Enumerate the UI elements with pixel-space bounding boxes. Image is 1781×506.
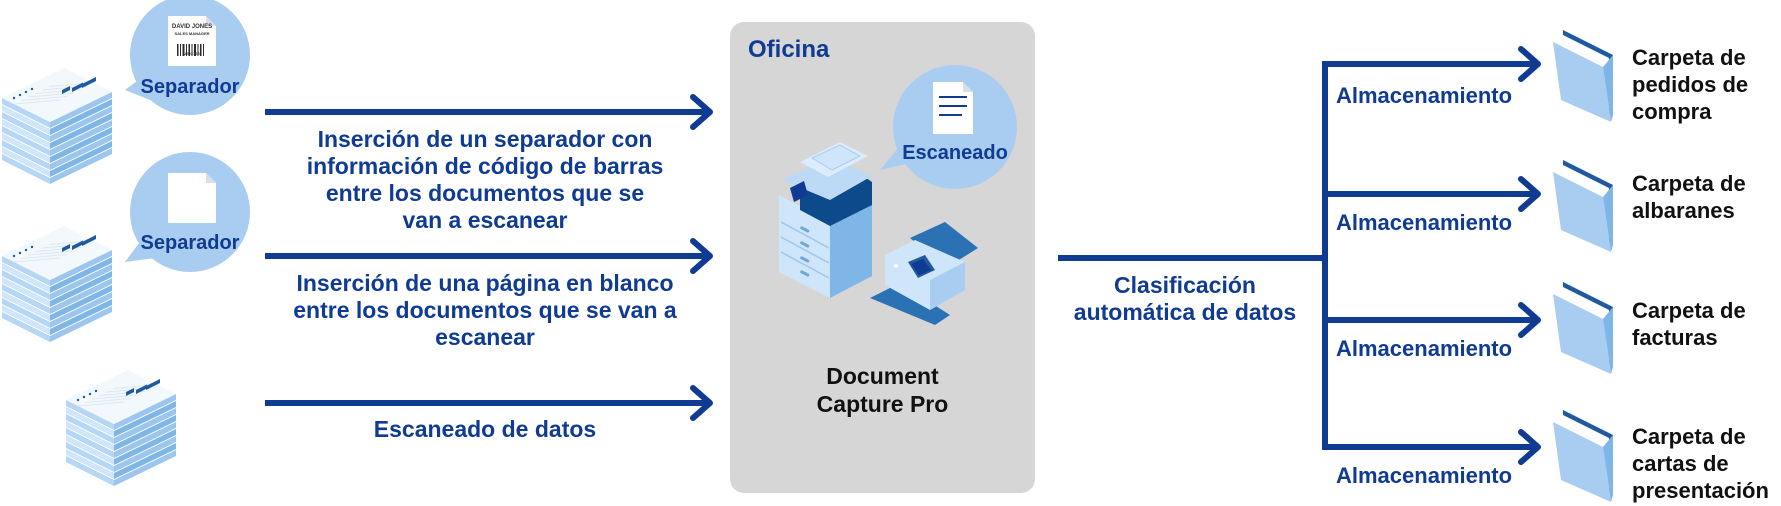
folder-icon-1 xyxy=(1553,30,1613,122)
folder-label-line: pedidos de xyxy=(1632,72,1749,97)
flow-label-2-line: entre los documentos que se van a xyxy=(293,297,677,323)
classification-label-line: automática de datos xyxy=(1073,299,1297,325)
folder-label-1: Carpeta de pedidos de compra xyxy=(1632,44,1781,125)
copier-icon xyxy=(779,142,872,298)
document-stack-icon xyxy=(2,68,112,184)
folder-label-line: cartas de xyxy=(1632,451,1729,476)
barcode-doc-role: SALES MANAGER xyxy=(174,31,210,36)
classification-tree xyxy=(1058,46,1541,465)
scanned-label: Escaneado xyxy=(902,142,1008,164)
separator-label-2: Separador xyxy=(140,232,240,254)
scanned-bubble xyxy=(880,65,1017,189)
folder-label-4: Carpeta de cartas de presentación xyxy=(1632,423,1781,504)
storage-label-2: Almacenamiento xyxy=(1336,210,1513,235)
product-name: Document Capture Pro xyxy=(730,362,1035,418)
flow-arrow-3 xyxy=(265,385,713,421)
folder-icon-3 xyxy=(1553,282,1613,374)
folder-label-line: Carpeta de xyxy=(1632,298,1746,323)
scanned-document-icon xyxy=(933,82,973,134)
folder-label-line: presentación xyxy=(1632,478,1769,503)
folder-label-3: Carpeta de facturas xyxy=(1632,297,1781,351)
folder-label-line: facturas xyxy=(1632,325,1718,350)
flow-label-3: Escaneado de datos xyxy=(260,416,710,443)
scanner-icon xyxy=(870,222,978,325)
flow-label-2-line: escanear xyxy=(435,324,535,350)
folder-icon-2 xyxy=(1553,160,1613,252)
storage-label-3: Almacenamiento xyxy=(1336,336,1513,361)
flow-label-1-line: información de código de barras xyxy=(306,153,664,179)
flow-arrow-1 xyxy=(265,94,713,130)
barcode-doc-code: ABC123 xyxy=(184,51,200,56)
office-title: Oficina xyxy=(748,36,830,63)
product-name-line: Capture Pro xyxy=(816,391,949,417)
folder-label-line: Carpeta de xyxy=(1632,424,1746,449)
classification-label: Clasificación automática de datos xyxy=(1050,272,1320,326)
classification-label-line: Clasificación xyxy=(1114,272,1256,298)
flow-label-2: Inserción de una página en blanco entre … xyxy=(260,270,710,351)
barcode-document-icon xyxy=(168,16,216,66)
separator-bubble-barcode xyxy=(125,0,250,115)
product-name-line: Document xyxy=(826,363,939,389)
folder-label-line: albaranes xyxy=(1632,198,1735,223)
separator-label-1: Separador xyxy=(140,76,240,98)
folder-label-line: Carpeta de xyxy=(1632,45,1746,70)
barcode-doc-name: DAVID JONES xyxy=(171,24,213,30)
flow-label-1-line: van a escanear xyxy=(402,207,568,233)
flow-label-1-line: entre los documentos que se xyxy=(325,180,645,206)
folder-icon-4 xyxy=(1553,410,1613,502)
folder-label-line: compra xyxy=(1632,99,1712,124)
flow-arrow-2 xyxy=(265,238,713,274)
flow-label-1-line: Inserción de un separador con xyxy=(317,126,653,152)
separator-bubble-blank xyxy=(125,152,250,272)
flow-label-2-line: Inserción de una página en blanco xyxy=(296,270,674,296)
folder-label-2: Carpeta de albaranes xyxy=(1632,170,1781,224)
barcode-doc-text: DAVID JONES SALES MANAGER ABC123 xyxy=(166,24,218,57)
document-stack-icon xyxy=(66,370,176,486)
flow-label-3-line: Escaneado de datos xyxy=(373,416,597,442)
folder-label-line: Carpeta de xyxy=(1632,171,1746,196)
storage-label-1: Almacenamiento xyxy=(1336,83,1513,108)
flow-label-1: Inserción de un separador con informació… xyxy=(260,126,710,234)
storage-label-4: Almacenamiento xyxy=(1336,463,1513,488)
blank-document-icon xyxy=(168,173,216,223)
document-stack-icon xyxy=(2,226,112,342)
